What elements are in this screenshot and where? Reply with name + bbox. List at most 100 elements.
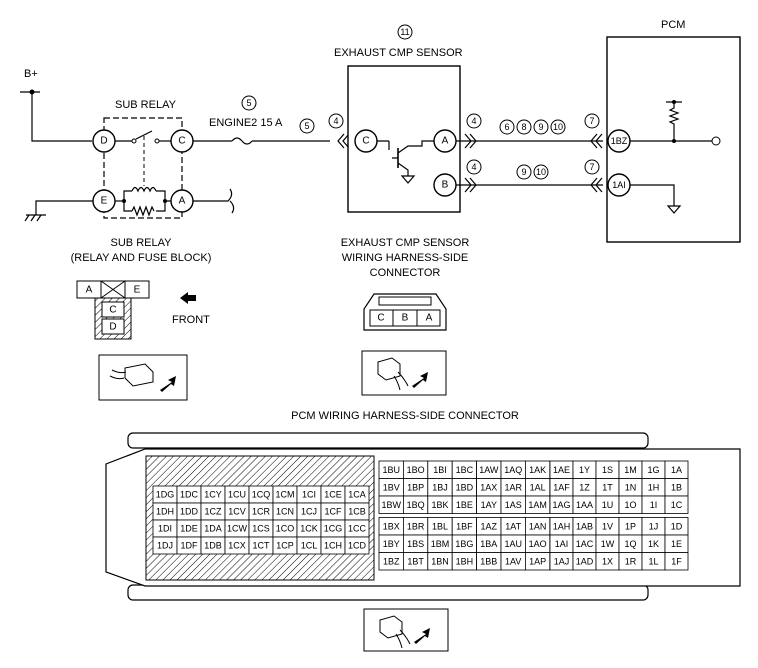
pcm-pin-cell: 1P — [618, 517, 643, 536]
svg-text:A: A — [426, 313, 433, 324]
svg-text:1AF: 1AF — [553, 482, 570, 492]
svg-text:1AN: 1AN — [529, 521, 547, 531]
sensor-caption-1: EXHAUST CMP SENSOR — [341, 237, 470, 249]
svg-text:1U: 1U — [602, 500, 614, 510]
fuse-symbol — [231, 137, 253, 145]
pcm-pin-cell: 1K — [641, 534, 666, 553]
svg-text:1BH: 1BH — [456, 556, 474, 566]
svg-text:1CI: 1CI — [302, 490, 316, 500]
svg-text:11: 11 — [400, 27, 409, 37]
svg-text:1DH: 1DH — [156, 507, 174, 517]
svg-text:1J: 1J — [649, 521, 659, 531]
pcm-pin-cell: 1CX — [224, 536, 250, 555]
pcm-pin-cell: 1CC — [344, 519, 370, 538]
pcm-pin-cell: 1U — [595, 495, 620, 514]
pcm-pin-cell: 1BT — [402, 552, 429, 571]
sub-relay-connector: A E C D — [76, 280, 150, 340]
pcm-pin-cell: 1CV — [224, 502, 250, 521]
power-label: B+ — [24, 68, 38, 80]
svg-text:1AI: 1AI — [555, 539, 569, 549]
svg-text:1W: 1W — [601, 539, 615, 549]
pcm-title: PCM — [661, 19, 685, 31]
pcm-pin-cell: 1AG — [549, 495, 574, 514]
svg-text:1CB: 1CB — [348, 507, 366, 517]
pcm-pin-cell: 1CP — [272, 536, 298, 555]
svg-text:E: E — [101, 196, 108, 207]
pcm-pin-cell: 1S — [595, 460, 620, 479]
svg-text:1BM: 1BM — [431, 539, 450, 549]
svg-text:1CD: 1CD — [348, 541, 367, 551]
svg-text:1BQ: 1BQ — [407, 500, 425, 510]
pcm-pin-cell: 1CY — [200, 485, 226, 504]
pcm-pin-cell: 1BQ — [402, 495, 429, 514]
pcm-pin-cell: 1BW — [378, 495, 404, 514]
pcm-pin-cell: 1AF — [549, 478, 574, 497]
svg-text:1AZ: 1AZ — [481, 521, 498, 531]
svg-text:1CQ: 1CQ — [252, 490, 271, 500]
pcm-pin-cell: 1CD — [344, 536, 370, 555]
svg-text:1E: 1E — [671, 539, 682, 549]
pcm-pin-cell: 1CU — [224, 485, 250, 504]
svg-text:1CY: 1CY — [204, 490, 222, 500]
sensor-ref-badge: 11 — [397, 24, 413, 40]
pcm-pin-cell: 1C — [664, 495, 689, 514]
pcm-pin-cell: 1CZ — [200, 502, 226, 521]
svg-text:7: 7 — [589, 116, 594, 126]
pcm-pin-cell: 1L — [641, 552, 666, 571]
svg-text:1DC: 1DC — [180, 490, 199, 500]
pcm-pin-cell: 1CL — [296, 536, 322, 555]
pcm-pin-cell: 1CS — [248, 519, 274, 538]
svg-text:1BP: 1BP — [407, 482, 424, 492]
svg-text:1BJ: 1BJ — [432, 482, 448, 492]
pcm-pin-cell: 1BZ — [378, 552, 404, 571]
svg-text:1X: 1X — [602, 556, 613, 566]
pcm-pin-cell: 1BP — [402, 478, 429, 497]
pcm-pin-cell: 1CA — [344, 485, 370, 504]
wire-ref-sensor-c: 4 — [328, 113, 344, 129]
svg-text:1BX: 1BX — [383, 521, 400, 531]
pcm-pin-cell: 1DG — [152, 485, 178, 504]
svg-text:1BY: 1BY — [383, 539, 400, 549]
pcm-pin-cell: 1AJ — [549, 552, 574, 571]
svg-text:1DB: 1DB — [204, 541, 222, 551]
svg-text:D: D — [100, 136, 107, 147]
sensor-caption-2: WIRING HARNESS-SIDE — [342, 252, 469, 264]
svg-text:1CR: 1CR — [252, 507, 271, 517]
svg-text:1BI: 1BI — [433, 465, 447, 475]
svg-text:1AG: 1AG — [552, 500, 570, 510]
svg-text:1AR: 1AR — [504, 482, 522, 492]
pcm-pin-cell: 1BY — [378, 534, 404, 553]
pcm-pin-cell: 1CO — [272, 519, 298, 538]
pcm-pin-cell: 1BH — [451, 552, 478, 571]
sensor-pin-c: C — [354, 129, 378, 153]
svg-text:A: A — [442, 136, 449, 147]
svg-text:1DF: 1DF — [180, 541, 198, 551]
pcm-pin-cell: 1E — [664, 534, 689, 553]
pcm-pin-cell: 1BU — [378, 460, 404, 479]
svg-text:1R: 1R — [625, 556, 637, 566]
pcm-pin-cell: 1BC — [451, 460, 478, 479]
pcm-pin-cell: 1AE — [549, 460, 574, 479]
pcm-pin-cell: 1AN — [525, 517, 551, 536]
svg-text:1CC: 1CC — [348, 524, 367, 534]
pcm-pin-cell: 1AD — [572, 552, 597, 571]
svg-text:1CZ: 1CZ — [204, 507, 222, 517]
pcm-pin-cell: 1AC — [572, 534, 597, 553]
svg-text:1BW: 1BW — [381, 500, 401, 510]
svg-text:C: C — [377, 313, 384, 324]
sub-relay-caption-1: SUB RELAY — [111, 237, 173, 249]
pcm-pin-cell: 1N — [618, 478, 643, 497]
svg-text:1S: 1S — [602, 465, 613, 475]
wire-ref-sensor-b: 4 — [466, 159, 482, 175]
pcm-pin-cell: 1V — [595, 517, 620, 536]
pcm-pin-cell: 1W — [595, 534, 620, 553]
svg-text:1AW: 1AW — [479, 465, 499, 475]
pcm-pin-cell: 1AO — [525, 534, 551, 553]
svg-text:1CF: 1CF — [324, 507, 342, 517]
svg-text:1N: 1N — [625, 482, 637, 492]
wire-ref-fuse-out: 5 — [299, 118, 315, 134]
pcm-pin-cell: 1CT — [248, 536, 274, 555]
pcm-pin-cell: 1AT — [500, 517, 526, 536]
svg-text:1L: 1L — [648, 556, 658, 566]
sub-relay-pin-a: A — [170, 189, 194, 213]
